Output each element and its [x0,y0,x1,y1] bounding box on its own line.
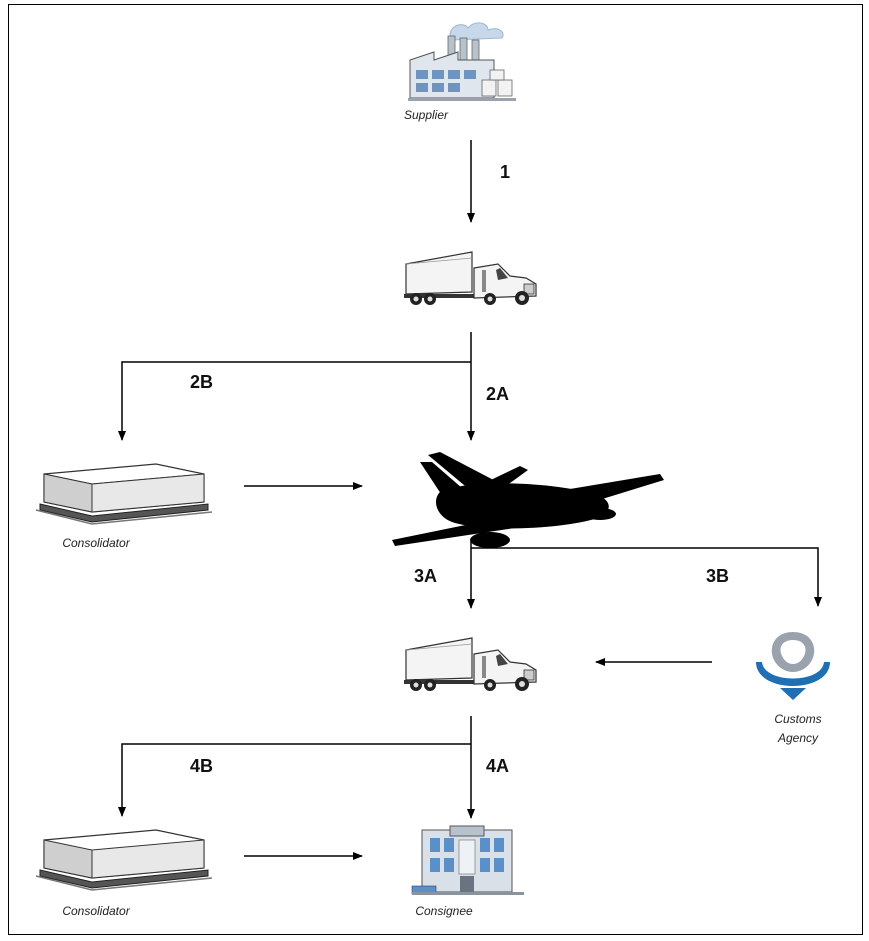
caption-customs-line2: Agency [777,731,819,745]
step-label-1: 1 [500,162,511,182]
step-label-3a: 3A [414,566,438,586]
customs-logo-icon [756,632,830,700]
factory-icon [408,22,516,101]
truck-icon [404,637,537,691]
caption-customs-line1: Customs [774,712,822,726]
diagram-frame [8,4,863,935]
pallet-icon [35,829,213,891]
step-label-4a: 4A [486,756,510,776]
caption-consignee: Consignee [415,904,473,918]
truck-icon [404,251,537,305]
building-icon [411,825,524,895]
step-label-3b: 3B [706,566,730,586]
caption-supplier: Supplier [403,108,449,122]
airplane-icon [392,452,664,548]
caption-consolidator-origin: Consolidator [62,536,130,550]
arrow-step-4b [118,743,471,817]
arrow-step-2b [118,361,471,441]
pallet-icon [35,463,213,525]
arrow-step-3b [471,547,822,607]
step-label-4b: 4B [190,756,214,776]
caption-consolidator-destination: Consolidator [62,904,130,918]
step-label-2a: 2A [486,384,510,404]
step-label-2b: 2B [190,372,214,392]
